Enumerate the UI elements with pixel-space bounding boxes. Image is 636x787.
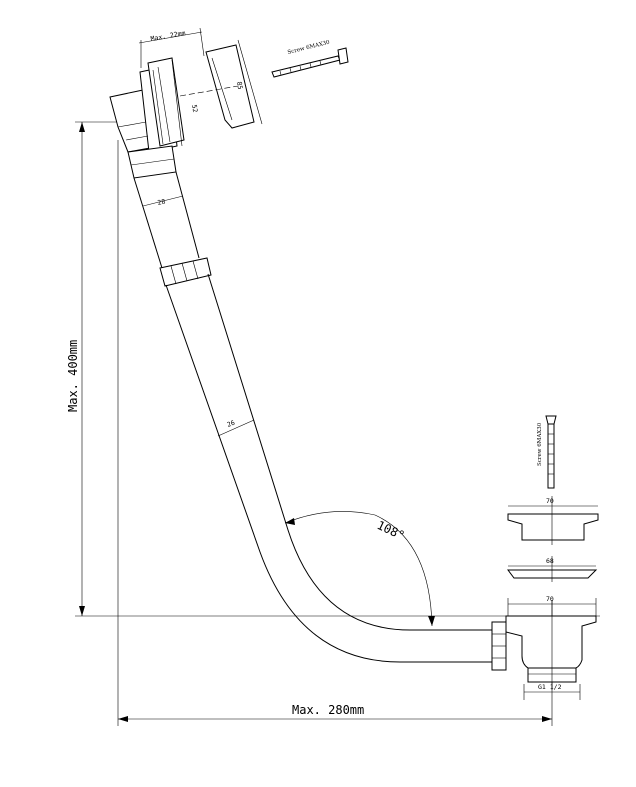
width-dimension-label: Max. 280mm — [292, 703, 364, 717]
strainer-middle — [507, 556, 598, 582]
pipe-nut — [159, 257, 212, 287]
top-thickness-dimension — [138, 27, 205, 68]
top-screw — [271, 47, 349, 78]
lower-pipe — [165, 273, 494, 663]
right-screw-label: Screw 6MAX30 — [537, 422, 543, 466]
waste-top-dimension — [507, 598, 597, 616]
width-dimension — [117, 140, 553, 726]
thread-label: G1 1/2 — [538, 683, 562, 691]
top-thickness-label: Max. 22mm — [150, 29, 186, 43]
waste-nut — [491, 621, 507, 671]
fitting-small-dia-dimension — [171, 59, 183, 147]
height-dimension-label: Max. 400mm — [66, 340, 80, 412]
lower-pipe-dimension — [217, 419, 255, 437]
waste-body — [505, 600, 597, 690]
upper-pipe-dimension — [142, 195, 184, 207]
fitting-small-dia-label: 52 — [190, 104, 199, 113]
angle-dimension — [284, 511, 435, 627]
strainer-middle-label: 68 — [546, 557, 554, 565]
top-screw-label: Screw 6MAX30 — [287, 40, 331, 56]
right-screw — [545, 415, 557, 489]
upper-pipe-label: 28 — [157, 197, 166, 206]
lower-pipe-label: 26 — [226, 419, 236, 429]
height-dimension — [75, 121, 600, 617]
overflow-fitting — [109, 44, 255, 179]
strainer-top-label: 70 — [546, 497, 554, 505]
thread-dimension — [523, 684, 581, 700]
fitting-large-dia-label: 85 — [235, 81, 244, 90]
strainer-top — [507, 496, 599, 545]
angle-label: 108° — [375, 518, 407, 543]
fitting-large-dia-dimension — [237, 39, 263, 125]
waste-top-label: 70 — [546, 595, 554, 603]
upper-pipe — [133, 171, 200, 269]
